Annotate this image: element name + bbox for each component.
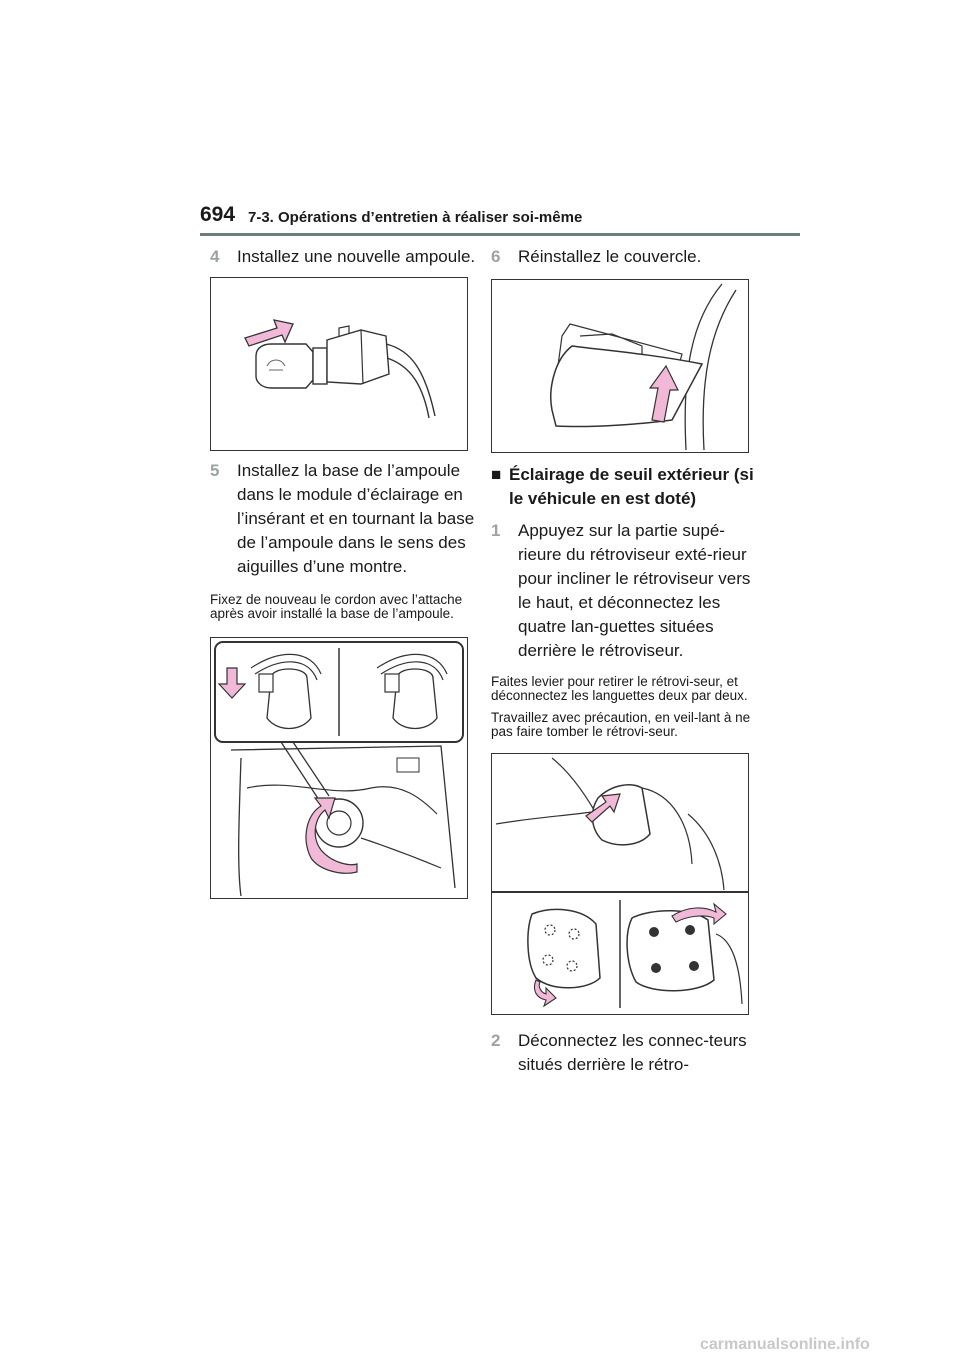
step-text: Installez la base de l’ampoule dans le m… (237, 461, 475, 576)
left-column: 4 Installez une nouvelle ampoule. 5 Inst… (210, 245, 485, 899)
figure-cover-reinstall (491, 279, 749, 453)
bulb-base-illustration (214, 641, 464, 897)
step-5: 5 Installez la base de l’ampoule dans le… (210, 459, 485, 579)
section-heading: ■ Éclairage de seuil extérieur (si le vé… (491, 463, 756, 511)
step-number: 4 (210, 247, 220, 266)
right-column: 6 Réinstallez le couvercle. ■ Éclairage … (491, 245, 756, 1077)
figure-bulb-insert (210, 277, 468, 451)
note-text: Faites levier pour retirer le rétrovi-se… (491, 674, 748, 703)
note-text: Fixez de nouveau le cordon avec l’attach… (210, 592, 463, 621)
watermark: carmanualsonline.info (700, 1336, 870, 1353)
arrow-icon (585, 793, 621, 823)
figure-mirror-removal (491, 753, 749, 1015)
step-number: 6 (491, 247, 501, 266)
arrow-icon (244, 319, 294, 347)
note-text: Travaillez avec précaution, en veil-lant… (491, 710, 751, 739)
step-2: 2 Déconnectez les connec-teurs situés de… (491, 1029, 756, 1077)
step-text: Installez une nouvelle ampoule. (237, 247, 476, 266)
header-rule (200, 233, 800, 236)
cover-illustration (550, 283, 737, 451)
bulb-illustration (244, 319, 436, 419)
rotate-arrow-icon (533, 979, 557, 1008)
figure-bulb-base-install (210, 637, 468, 899)
rotate-arrow-icon (305, 797, 358, 874)
step-1: 1 Appuyez sur la partie supé-rieure du r… (491, 519, 756, 663)
step-number: 1 (491, 521, 501, 540)
step-number: 2 (491, 1031, 501, 1050)
step-number: 5 (210, 461, 220, 480)
rotate-arrow-icon (671, 902, 727, 926)
square-bullet-icon: ■ (491, 465, 502, 484)
page-number: 694 (200, 203, 236, 226)
mirror-illustration (492, 757, 748, 1008)
step-text: Appuyez sur la partie supé-rieure du rét… (518, 521, 751, 660)
step-6: 6 Réinstallez le couvercle. (491, 245, 756, 269)
step-text: Réinstallez le couvercle. (518, 247, 702, 266)
step-4: 4 Installez une nouvelle ampoule. (210, 245, 485, 269)
step-text: Déconnectez les connec-teurs situés derr… (518, 1031, 747, 1074)
arrow-up-icon (648, 364, 679, 423)
section-title: 7-3. Opérations d’entretien à réaliser s… (248, 209, 583, 226)
heading-text: Éclairage de seuil extérieur (si le véhi… (509, 465, 754, 508)
arrow-down-icon (217, 667, 247, 699)
